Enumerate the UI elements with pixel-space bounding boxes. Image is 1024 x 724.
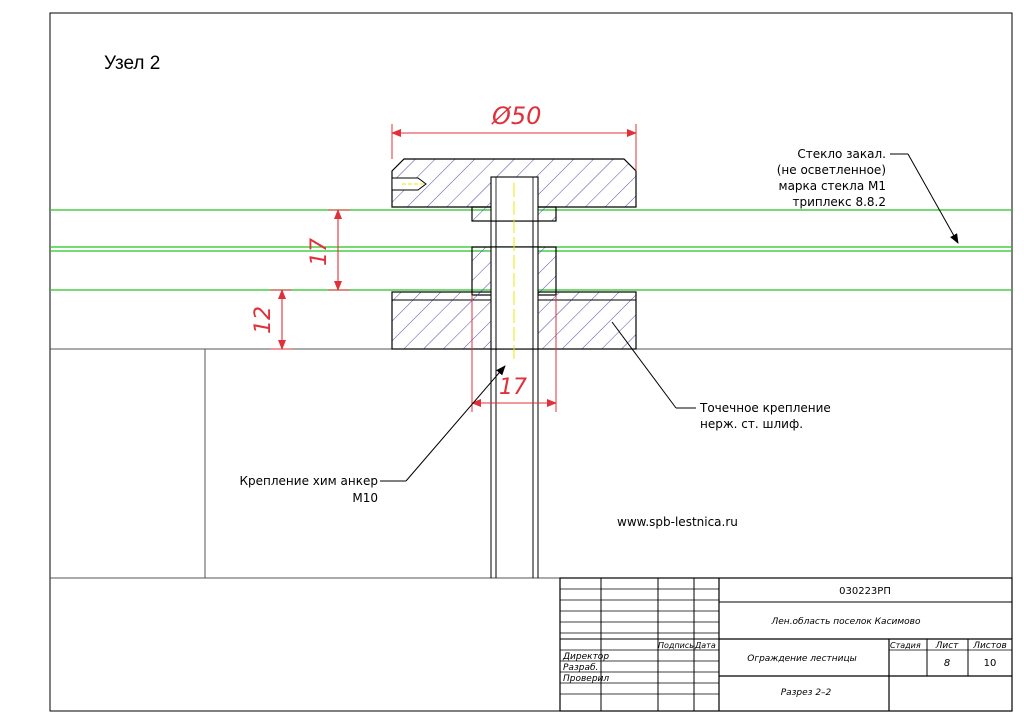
role-checker: Проверил: [563, 674, 609, 684]
header-sheet: Лист: [935, 641, 960, 651]
dimension-bolt-width-label: 17: [499, 375, 527, 400]
drawing-code: 030223РП: [839, 586, 891, 597]
dimension-diameter-label: Ø50: [491, 102, 541, 130]
annotation-anchor: Крепление хим анкер М10: [240, 365, 506, 505]
base-structure: [50, 348, 1012, 579]
sheets-total: 10: [984, 658, 997, 669]
header-date: Дата: [694, 641, 716, 650]
svg-text:Стекло закал.: Стекло закал.: [797, 147, 886, 161]
dimension-glass-gap: 17: [307, 209, 350, 291]
role-developer: Разраб.: [563, 663, 598, 673]
title-block-text: 030223РП Лен.область поселок Касимово Ог…: [562, 586, 1007, 698]
svg-text:нерж. ст. шлиф.: нерж. ст. шлиф.: [700, 417, 803, 431]
sheet-frame: [49, 12, 1013, 712]
dimension-bolt-width: 17: [471, 295, 557, 412]
svg-text:Крепление хим анкер: Крепление хим анкер: [240, 474, 378, 488]
header-sheets: Листов: [972, 641, 1007, 651]
svg-text:М10: М10: [352, 491, 378, 505]
node-title: Узел 2: [104, 53, 160, 74]
drawing-project: Ограждение лестницы: [747, 654, 857, 664]
svg-text:триплекс 8.8.2: триплекс 8.8.2: [793, 195, 887, 209]
title-block: [559, 577, 1013, 712]
dimension-base-height-label: 12: [251, 306, 276, 334]
header-signature: Подпись: [658, 641, 694, 650]
role-director: Директор: [562, 652, 609, 662]
dimension-glass-gap-label: 17: [307, 238, 332, 266]
drawing-location: Лен.область поселок Касимово: [771, 617, 921, 627]
website-url[interactable]: www.spb-lestnica.ru: [617, 515, 738, 529]
annotation-glass: Стекло закал. (не осветленное) марка сте…: [777, 147, 959, 244]
sheet-number: 8: [944, 658, 950, 669]
svg-text:Точечное крепление: Точечное крепление: [699, 401, 831, 415]
svg-text:марка стекла М1: марка стекла М1: [779, 179, 886, 193]
drawing-section: Разрез 2–2: [781, 688, 832, 698]
svg-text:(не осветленное): (не осветленное): [777, 163, 886, 177]
dimension-base-height: 12: [251, 289, 292, 350]
dimension-diameter: Ø50: [391, 102, 637, 171]
header-stage: Стадия: [890, 641, 921, 650]
annotation-fitting: Точечное крепление нерж. ст. шлиф.: [611, 321, 831, 431]
